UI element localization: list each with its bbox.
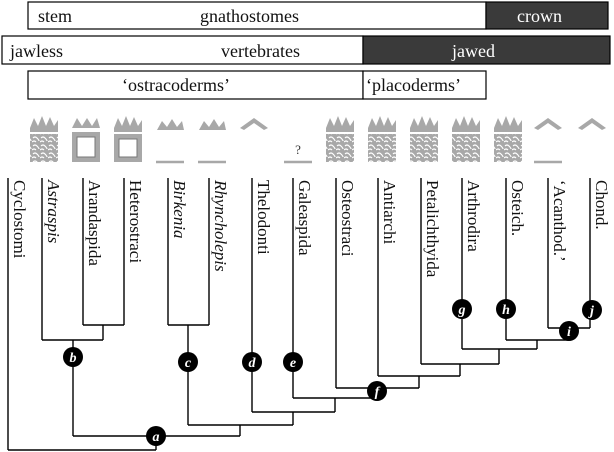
taxon-label-petalichthyida: Petalichthyida <box>423 180 442 278</box>
node-g: g <box>452 299 472 319</box>
bone-icon <box>368 116 396 162</box>
svg-text:g: g <box>458 303 466 318</box>
question-icon: ? <box>284 142 312 164</box>
ostracoderms-bar <box>27 70 364 100</box>
svg-text:b: b <box>70 351 77 366</box>
ostracoderms-label: ‘ostracoderms’ <box>122 75 230 95</box>
bone-square-icon <box>114 116 142 162</box>
taxon-label-arandaspida: Arandaspida <box>85 180 104 266</box>
node-b: b <box>63 347 83 367</box>
svg-text:a: a <box>153 430 160 445</box>
svg-text:j: j <box>588 304 594 319</box>
taxon-label-antiarchi: Antiarchi <box>380 180 399 244</box>
chevron-bar-icon <box>534 118 562 164</box>
svg-text:f: f <box>375 385 381 400</box>
taxon-label-heterostraci: Heterostraci <box>126 180 145 263</box>
small-scale-icon <box>156 119 184 164</box>
stem-label: stem <box>38 6 72 26</box>
bone-icon <box>30 116 58 162</box>
chevron-icon <box>240 118 268 130</box>
ostracoderms-placoderms-bar: ‘ostracoderms’ ‘placoderms’ <box>27 70 487 100</box>
chevron-icon <box>578 118 606 130</box>
taxon-label-cyclostomi: Cyclostomi <box>10 180 29 259</box>
node-c: c <box>178 352 198 372</box>
svg-text:e: e <box>290 356 296 371</box>
taxon-label-rhyncholepis: Rhyncholepis <box>211 179 230 272</box>
taxon-label-arthrodira: Arthrodira <box>464 180 483 252</box>
crown-bar <box>485 1 609 30</box>
jawed-bar <box>362 35 611 65</box>
jawless-label: jawless <box>9 41 63 61</box>
node-i: i <box>559 321 579 341</box>
vertebrates-label: vertebrates <box>221 41 300 61</box>
node-e: e <box>283 352 303 372</box>
placoderms-bar <box>362 70 487 100</box>
taxon-label-osteostraci: Osteostraci <box>338 180 357 257</box>
node-h: h <box>496 299 516 319</box>
placoderms-label: ‘placoderms’ <box>366 75 461 95</box>
taxon-label-astraspis: Astraspis <box>44 179 63 244</box>
taxon-labels: Cyclostomi Astraspis Arandaspida Heterostra… <box>10 179 611 278</box>
bone-icon <box>452 116 480 162</box>
svg-text:i: i <box>567 325 571 340</box>
bone-icon <box>494 116 522 162</box>
node-j: j <box>582 300 602 320</box>
tissue-icons-row: ? <box>30 116 606 164</box>
svg-text:d: d <box>249 356 257 371</box>
node-a: a <box>146 426 166 446</box>
svg-text:c: c <box>185 356 192 371</box>
stem-crown-bar: stem gnathostomes crown <box>27 1 609 30</box>
taxon-label-galeaspida: Galeaspida <box>295 180 314 256</box>
taxon-label-birkenia: Birkenia <box>170 180 189 239</box>
svg-text:h: h <box>502 303 510 318</box>
hollow-square-icon <box>72 118 100 162</box>
bone-icon <box>410 116 438 162</box>
gnathostomes-label: gnathostomes <box>200 6 299 26</box>
taxon-label-thelodonti: Thelodonti <box>254 180 273 255</box>
node-d: d <box>242 352 262 372</box>
taxon-label-osteich: Osteich. <box>508 180 527 236</box>
node-markers: a b c d e f g h i j <box>63 299 602 446</box>
node-f: f <box>367 381 387 401</box>
cladogram-tree <box>7 178 591 451</box>
crown-label: crown <box>517 6 562 26</box>
question-mark: ? <box>295 142 301 157</box>
taxon-label-chond: Chond. <box>592 180 611 230</box>
taxon-label-acanthod: ‘Acanthod.’ <box>550 180 569 262</box>
jawless-bar <box>1 35 364 65</box>
jawed-label: jawed <box>451 41 495 61</box>
scale-icon <box>198 119 226 164</box>
bone-icon <box>326 116 354 162</box>
jawless-jawed-bar: jawless vertebrates jawed <box>1 35 611 65</box>
stem-bar <box>27 1 487 30</box>
